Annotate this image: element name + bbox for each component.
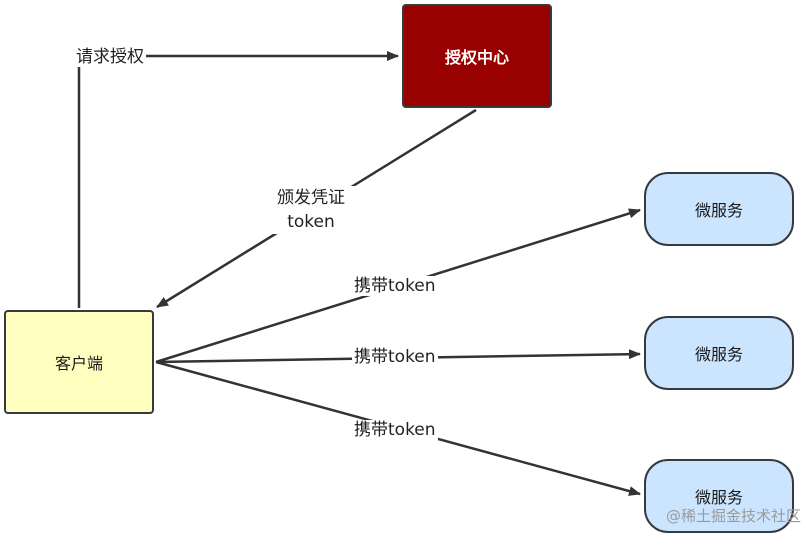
edge-label-carry-token: 携带token xyxy=(352,420,438,440)
edge-label-carry-token: 携带token xyxy=(352,276,438,296)
microservice-node: 微服务 xyxy=(644,459,794,533)
edge-label-carry-token: 携带token xyxy=(352,347,438,367)
edge-label-issue-token: 颁发凭证 token xyxy=(265,186,357,234)
microservice-node: 微服务 xyxy=(644,316,794,390)
edge-label-issue-line2: token xyxy=(287,212,335,232)
client-node: 客户端 xyxy=(4,310,154,414)
edge-label-issue-line1: 颁发凭证 xyxy=(277,188,345,208)
watermark: @稀土掘金技术社区 xyxy=(665,507,801,525)
edge-label-request-auth: 请求授权 xyxy=(74,47,146,67)
auth-center-node: 授权中心 xyxy=(402,4,552,108)
edge-request-auth xyxy=(77,51,399,308)
microservice-node: 微服务 xyxy=(644,172,794,246)
